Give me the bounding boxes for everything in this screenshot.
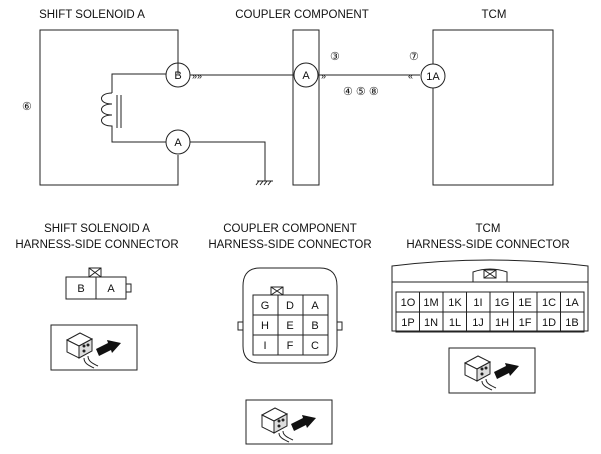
pin-a-coupler-label: A [302,70,310,82]
callout-3: ③ [330,51,340,63]
coupler-pin-d: D [286,300,294,312]
solenoid-schematic [39,29,179,186]
coupler-pin-b: B [311,320,318,332]
tcm-pin: 1D [542,317,556,329]
pin-1a-label: 1A [426,71,440,83]
coupler-connector-title-2: HARNESS-SIDE CONNECTOR [208,239,371,251]
tcm-pin: 1N [424,317,438,329]
tcm-connector-title-1: TCM [476,223,501,235]
tcm-pin-grid: 1O 1M 1K 1I 1G 1E 1C 1A 1P 1N 1L 1J 1H 1… [401,297,580,329]
tcm-pin: 1A [565,297,579,309]
wire-chevrons-coupler: » [321,71,326,81]
tcm-pin: 1P [401,317,414,329]
pin-1a-circle [420,63,446,89]
tcm-box [432,29,554,186]
coupler-component-bar [292,29,320,186]
tcm-pin: 1F [519,317,532,329]
tcm-pin: 1E [518,297,531,309]
coupler-pin-h: H [261,320,269,332]
coil-icon [101,92,113,130]
coupler-connector-face [237,267,343,364]
tcm-connector-title-2: HARNESS-SIDE CONNECTOR [406,239,569,251]
tcm-pin: 1J [472,317,484,329]
solenoid-connector-title-2: HARNESS-SIDE CONNECTOR [15,239,178,251]
pin-b-label: B [174,70,181,82]
tcm-pin: 1M [423,297,438,309]
coupler-pin-e: E [286,320,293,332]
callout-6: ⑥ [22,101,32,113]
title-coupler-component: COUPLER COMPONENT [235,9,369,21]
tcm-pin: 1K [448,297,462,309]
solenoid-pin-b: B [77,283,84,295]
ground-icon [190,141,273,186]
tcm-pin: 1H [495,317,509,329]
tcm-pin: 1L [449,317,461,329]
title-shift-solenoid-a: SHIFT SOLENOID A [39,9,145,21]
solenoid-pin-a: A [107,283,115,295]
tcm-pin: 1G [495,297,510,309]
probe-connector-icon [448,347,536,394]
coupler-pin-a: A [311,300,319,312]
coupler-pin-f: F [287,340,294,352]
callout-7: ⑦ [409,51,419,63]
coupler-pin-c: C [311,340,319,352]
tcm-pin: 1O [401,297,416,309]
solenoid-connector-title-1: SHIFT SOLENOID A [44,223,150,235]
probe-connector-icon [50,324,138,371]
solenoid-connector-face [65,267,132,300]
coupler-connector-title-1: COUPLER COMPONENT [223,223,357,235]
tcm-pin: 1I [473,297,482,309]
tcm-connector-face [391,259,589,333]
tcm-pin: 1C [542,297,556,309]
probe-connector-icon [245,399,333,445]
coupler-pin-i: I [263,340,266,352]
coupler-pin-g: G [261,300,270,312]
wire-chevrons-tcm: « [408,71,413,81]
callouts-4-5-8: ④ ⑤ ⑧ [343,86,379,98]
pin-a-lower-label: A [174,137,182,149]
tcm-pin: 1B [565,317,578,329]
title-tcm: TCM [482,9,507,21]
wire-chevrons-b: »» [192,71,202,81]
